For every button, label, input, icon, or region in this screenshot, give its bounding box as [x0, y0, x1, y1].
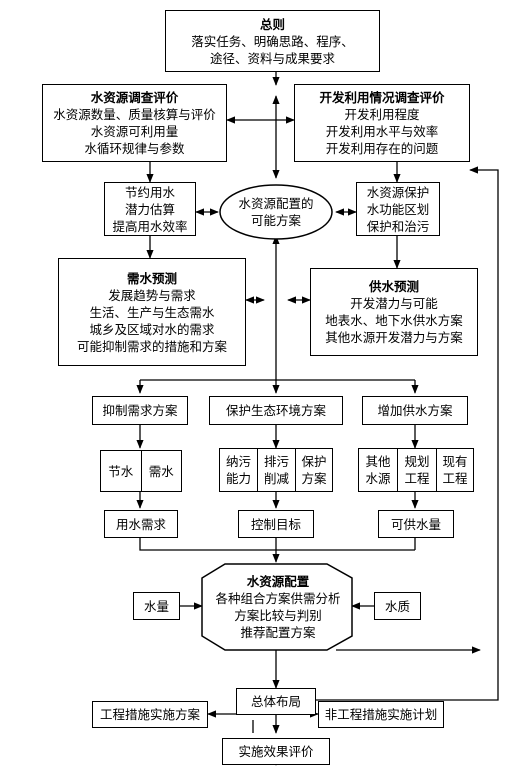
saving-box: 节约用水 潜力估算 提高用水效率	[104, 182, 196, 236]
allocation-line-2: 方案比较与判别	[234, 608, 322, 623]
scheme-supply-box: 增加供水方案	[362, 396, 468, 425]
quantity-label: 水量	[143, 598, 169, 614]
config-ellipse-line-1: 水资源配置的	[238, 196, 314, 211]
cell-saving-water-text: 节水	[108, 463, 134, 479]
non-engineering-label: 非工程措施实施计划	[324, 707, 438, 722]
result-supply-capacity-text: 可供水量	[390, 516, 441, 532]
scheme-demand-label: 抑制需求方案	[102, 403, 178, 418]
survey-line-2: 水资源可利用量	[90, 124, 179, 139]
result-control-target: 控制目标	[238, 510, 314, 538]
supply-forecast-line-1: 开发潜力与可能	[350, 296, 438, 311]
cell-discharge-reduction-1: 排污	[263, 454, 289, 469]
protect-line-2: 水功能区划	[366, 201, 430, 217]
cell-pollution-capacity-2: 能力	[225, 471, 251, 486]
cell-planned-projects: 规划 工程	[398, 449, 437, 491]
protect-line-3: 保护和治污	[366, 218, 430, 234]
non-engineering-box: 非工程措施实施计划	[318, 701, 444, 728]
demand-forecast-box: 需水预测 发展趋势与需求 生活、生产与生态需水 城乡及区域对水的需求 可能抑制需…	[58, 258, 246, 366]
saving-line-1: 节约用水	[124, 184, 175, 200]
general-line-2: 途径、资料与成果要求	[209, 50, 335, 66]
protect-line-1: 水资源保护	[366, 184, 430, 200]
allocation-line-3: 推荐配置方案	[240, 625, 316, 640]
config-ellipse-shape	[219, 184, 333, 240]
evaluation-label: 实施效果评价	[238, 744, 314, 759]
result-supply-capacity: 可供水量	[378, 510, 454, 538]
scheme-supply-label: 增加供水方案	[377, 403, 453, 418]
develop-box: 开发利用情况调查评价 开发利用程度 开发利用水平与效率 开发利用存在的问题	[294, 84, 470, 162]
demand-cells-box: 节水 需水	[100, 450, 182, 492]
cell-pollution-capacity-1: 纳污	[225, 454, 251, 469]
develop-line-2: 开发利用水平与效率	[325, 124, 439, 139]
result-water-demand-text: 用水需求	[115, 516, 166, 532]
saving-line-3: 提高用水效率	[112, 218, 188, 234]
cell-planned-projects-1: 规划	[404, 454, 430, 469]
protect-box: 水资源保护 水功能区划 保护和治污	[356, 182, 440, 236]
cell-existing-projects-2: 工程	[442, 471, 468, 486]
cell-other-sources-2: 水源	[365, 471, 391, 486]
env-cells-box: 纳污 能力 排污 削减 保护 方案	[219, 448, 333, 492]
supply-forecast-line-2: 地表水、地下水供水方案	[325, 313, 463, 328]
supply-forecast-line-3: 其他水源开发潜力与方案	[325, 330, 463, 345]
cell-planned-projects-2: 工程	[404, 471, 430, 486]
cell-existing-projects-1: 现有	[442, 454, 468, 469]
cell-water-demand-text: 需水	[148, 463, 174, 479]
demand-forecast-line-4: 可能抑制需求的措施和方案	[76, 338, 227, 354]
config-ellipse: 水资源配置的 可能方案	[220, 185, 332, 239]
cell-protection-plan-1: 保护	[301, 454, 327, 469]
quality-box: 水质	[374, 592, 421, 620]
demand-forecast-line-2: 生活、生产与生态需水	[89, 304, 215, 320]
allocation-title: 水资源配置	[246, 574, 310, 589]
supply-cells-box: 其他 水源 规划 工程 现有 工程	[358, 448, 474, 492]
cell-pollution-capacity: 纳污 能力	[220, 449, 258, 491]
layout-label: 总体布局	[250, 694, 301, 709]
cell-discharge-reduction: 排污 削减	[258, 449, 296, 491]
allocation-line-1: 各种组合方案供需分析	[215, 591, 341, 606]
survey-line-3: 水循环规律与参数	[84, 141, 185, 156]
general-line-1: 落实任务、明确思路、程序、	[191, 33, 354, 49]
cell-other-sources-1: 其他	[365, 454, 391, 469]
evaluation-box: 实施效果评价	[222, 738, 330, 765]
demand-forecast-title: 需水预测	[126, 270, 177, 286]
demand-forecast-line-3: 城乡及区域对水的需求	[89, 321, 215, 337]
cell-saving-water: 节水	[101, 451, 142, 491]
quantity-box: 水量	[133, 592, 180, 620]
engineering-box: 工程措施实施方案	[92, 701, 208, 728]
allocation-text: 水资源配置 各种组合方案供需分析 方案比较与判别 推荐配置方案	[206, 566, 350, 648]
cell-existing-projects: 现有 工程	[437, 449, 473, 491]
survey-box: 水资源调查评价 水资源数量、质量核算与评价 水资源可利用量 水循环规律与参数	[42, 84, 227, 162]
cell-protection-plan-2: 方案	[301, 471, 327, 486]
layout-box: 总体布局	[236, 688, 316, 715]
allocation-hexagon	[201, 563, 353, 651]
develop-line-1: 开发利用程度	[344, 107, 420, 122]
saving-line-2: 潜力估算	[124, 201, 175, 217]
scheme-env-label: 保护生态环境方案	[225, 403, 326, 418]
cell-other-sources: 其他 水源	[359, 449, 398, 491]
result-water-demand: 用水需求	[104, 510, 178, 538]
general-title: 总则	[259, 16, 285, 32]
cell-discharge-reduction-2: 削减	[263, 471, 289, 486]
supply-forecast-box: 供水预测 开发潜力与可能 地表水、地下水供水方案 其他水源开发潜力与方案	[310, 268, 478, 356]
scheme-env-box: 保护生态环境方案	[209, 396, 343, 425]
result-control-target-text: 控制目标	[250, 516, 301, 532]
develop-line-3: 开发利用存在的问题	[325, 141, 439, 156]
cell-water-demand: 需水	[142, 451, 182, 491]
config-ellipse-line-2: 可能方案	[250, 213, 301, 228]
quality-label: 水质	[384, 598, 410, 614]
engineering-label: 工程措施实施方案	[99, 707, 200, 722]
cell-protection-plan: 保护 方案	[296, 449, 332, 491]
scheme-demand-box: 抑制需求方案	[92, 396, 188, 425]
develop-title: 开发利用情况调查评价	[319, 90, 445, 105]
survey-title: 水资源调查评价	[90, 90, 179, 105]
general-box: 总则 落实任务、明确思路、程序、 途径、资料与成果要求	[165, 10, 380, 72]
supply-forecast-title: 供水预测	[368, 279, 419, 294]
survey-line-1: 水资源数量、质量核算与评价	[53, 107, 216, 122]
demand-forecast-line-1: 发展趋势与需求	[108, 287, 196, 303]
